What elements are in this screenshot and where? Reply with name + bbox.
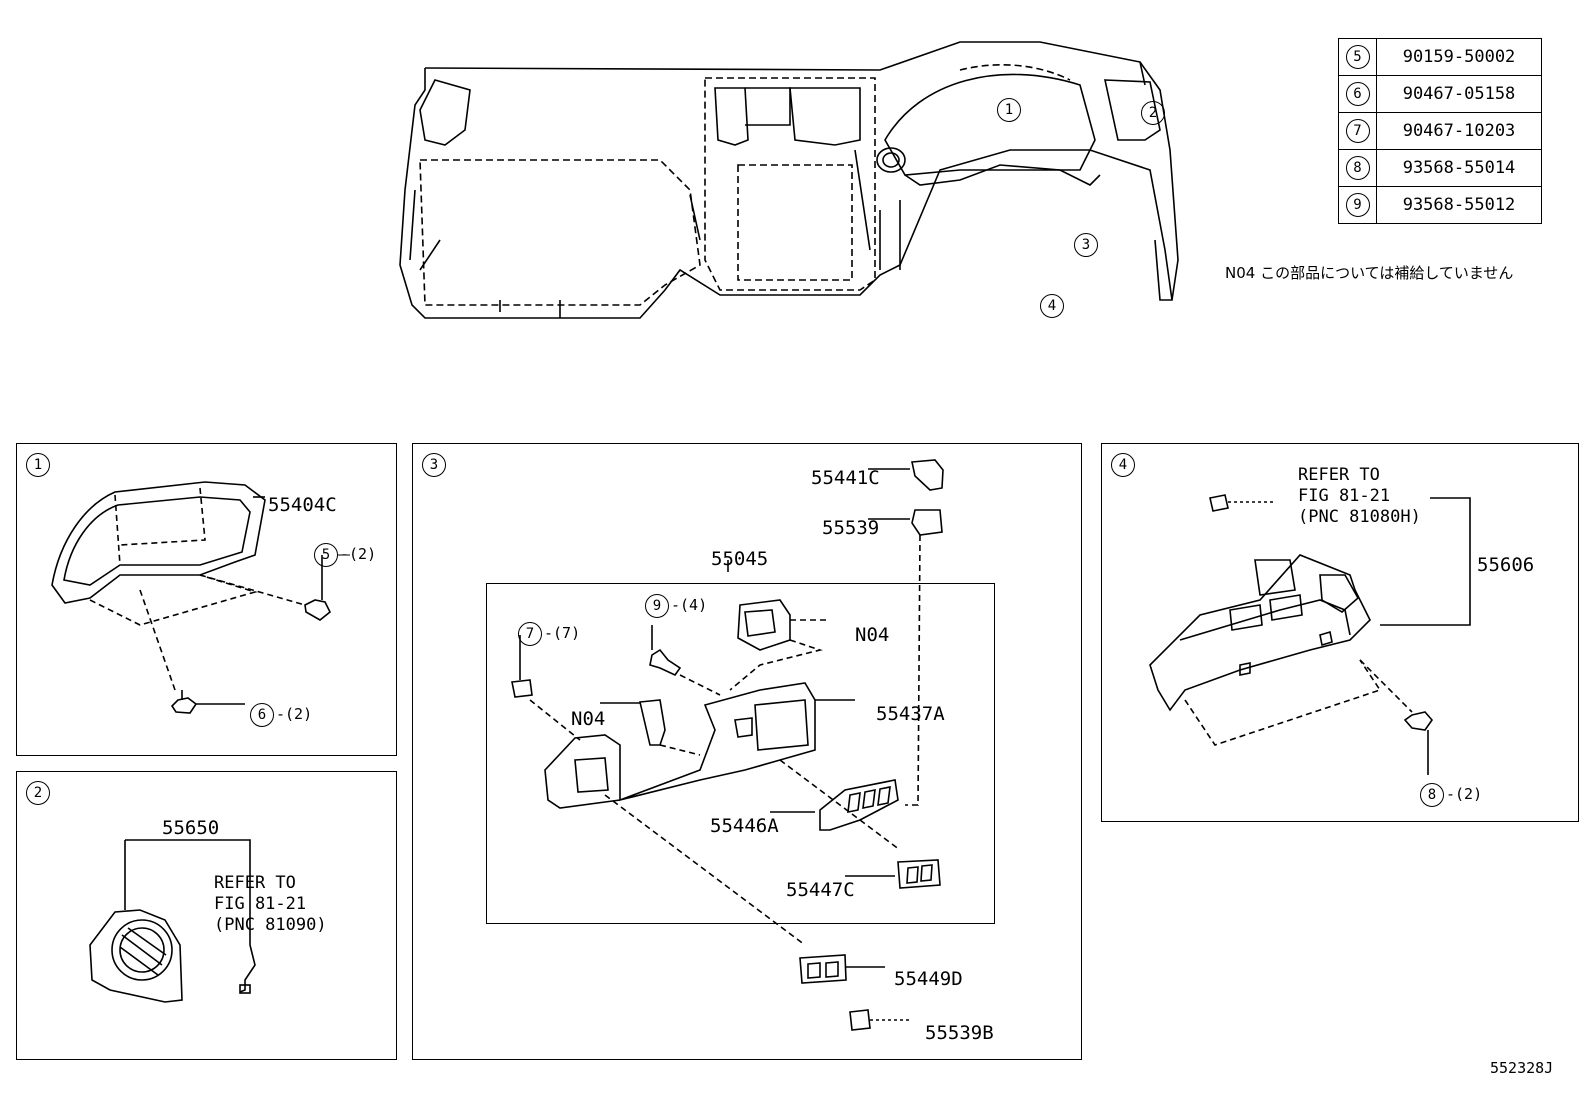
- callout-5: 5: [314, 543, 338, 567]
- ref-circle: 9: [1345, 193, 1370, 217]
- table-row: 6 90467-05158: [1338, 75, 1542, 113]
- panel-3-number: 3: [422, 453, 446, 477]
- overview-callout-2: 2: [1141, 101, 1165, 125]
- part-label-55606: 55606: [1477, 554, 1535, 576]
- detail-panel-3: [412, 443, 1082, 1060]
- overview-callout-3: 3: [1074, 233, 1098, 257]
- panel-2-number: 2: [26, 781, 50, 805]
- refer-to-note: REFER TO FIG 81-21 (PNC 81080H): [1298, 465, 1421, 527]
- ref-circle: 7: [1345, 119, 1370, 143]
- part-number: 93568-55012: [1376, 186, 1542, 224]
- qty-6: -(2): [276, 705, 313, 723]
- part-label-55404C: 55404C: [268, 494, 337, 516]
- callout-7: 7: [518, 622, 542, 646]
- ref-circle: 5: [1345, 45, 1370, 69]
- part-number: 90159-50002: [1376, 38, 1542, 76]
- part-label-55437A: 55437A: [876, 703, 945, 725]
- detail-panel-2: [16, 771, 397, 1060]
- part-label-55449D: 55449D: [894, 968, 963, 990]
- qty-9: -(4): [671, 596, 708, 614]
- part-number-table: 5 90159-50002 6 90467-05158 7 90467-1020…: [1338, 38, 1542, 224]
- part-label-55446A: 55446A: [710, 815, 779, 837]
- table-row: 5 90159-50002: [1338, 38, 1542, 76]
- table-row: 8 93568-55014: [1338, 149, 1542, 187]
- panel3-drawing: [511, 459, 944, 1031]
- part-label-55447C: 55447C: [786, 879, 855, 901]
- part-label-55441C: 55441C: [811, 467, 880, 489]
- qty-5: -(2): [340, 545, 377, 563]
- overview-callout-1: 1: [997, 98, 1021, 122]
- overview-callout-4: 4: [1040, 294, 1064, 318]
- part-number: 90467-10203: [1376, 112, 1542, 150]
- part-label-55045: 55045: [711, 548, 769, 570]
- panel1-drawing: [51, 481, 332, 714]
- part-label-55539B: 55539B: [925, 1022, 994, 1044]
- callout-8: 8: [1420, 783, 1444, 807]
- part-label-55539: 55539: [822, 517, 880, 539]
- ref-circle: 8: [1345, 156, 1370, 180]
- panel2-drawing: [89, 839, 256, 1003]
- part-number: 93568-55014: [1376, 149, 1542, 187]
- detail-panel-4: [1101, 443, 1579, 822]
- callout-9: 9: [645, 594, 669, 618]
- assembly-55045-frame: [486, 583, 995, 924]
- panel-1-number: 1: [26, 453, 50, 477]
- part-label-N04: N04: [571, 708, 606, 730]
- part-label-N04: N04: [855, 624, 890, 646]
- supply-note: N04 この部品については補給していません: [1225, 264, 1514, 282]
- panel4-drawing: [1149, 494, 1471, 775]
- table-row: 9 93568-55012: [1338, 186, 1542, 224]
- qty-7: -(7): [544, 624, 581, 642]
- part-label-55650: 55650: [162, 817, 220, 839]
- dashboard-overview-drawing: [399, 41, 1179, 319]
- refer-to-note: REFER TO FIG 81-21 (PNC 81090): [214, 873, 327, 935]
- callout-6: 6: [250, 703, 274, 727]
- detail-panel-1: [16, 443, 397, 756]
- panel-4-number: 4: [1111, 453, 1135, 477]
- ref-circle: 6: [1345, 82, 1370, 106]
- figure-id: 552328J: [1490, 1059, 1554, 1077]
- table-row: 7 90467-10203: [1338, 112, 1542, 150]
- qty-8: -(2): [1446, 785, 1483, 803]
- part-number: 90467-05158: [1376, 75, 1542, 113]
